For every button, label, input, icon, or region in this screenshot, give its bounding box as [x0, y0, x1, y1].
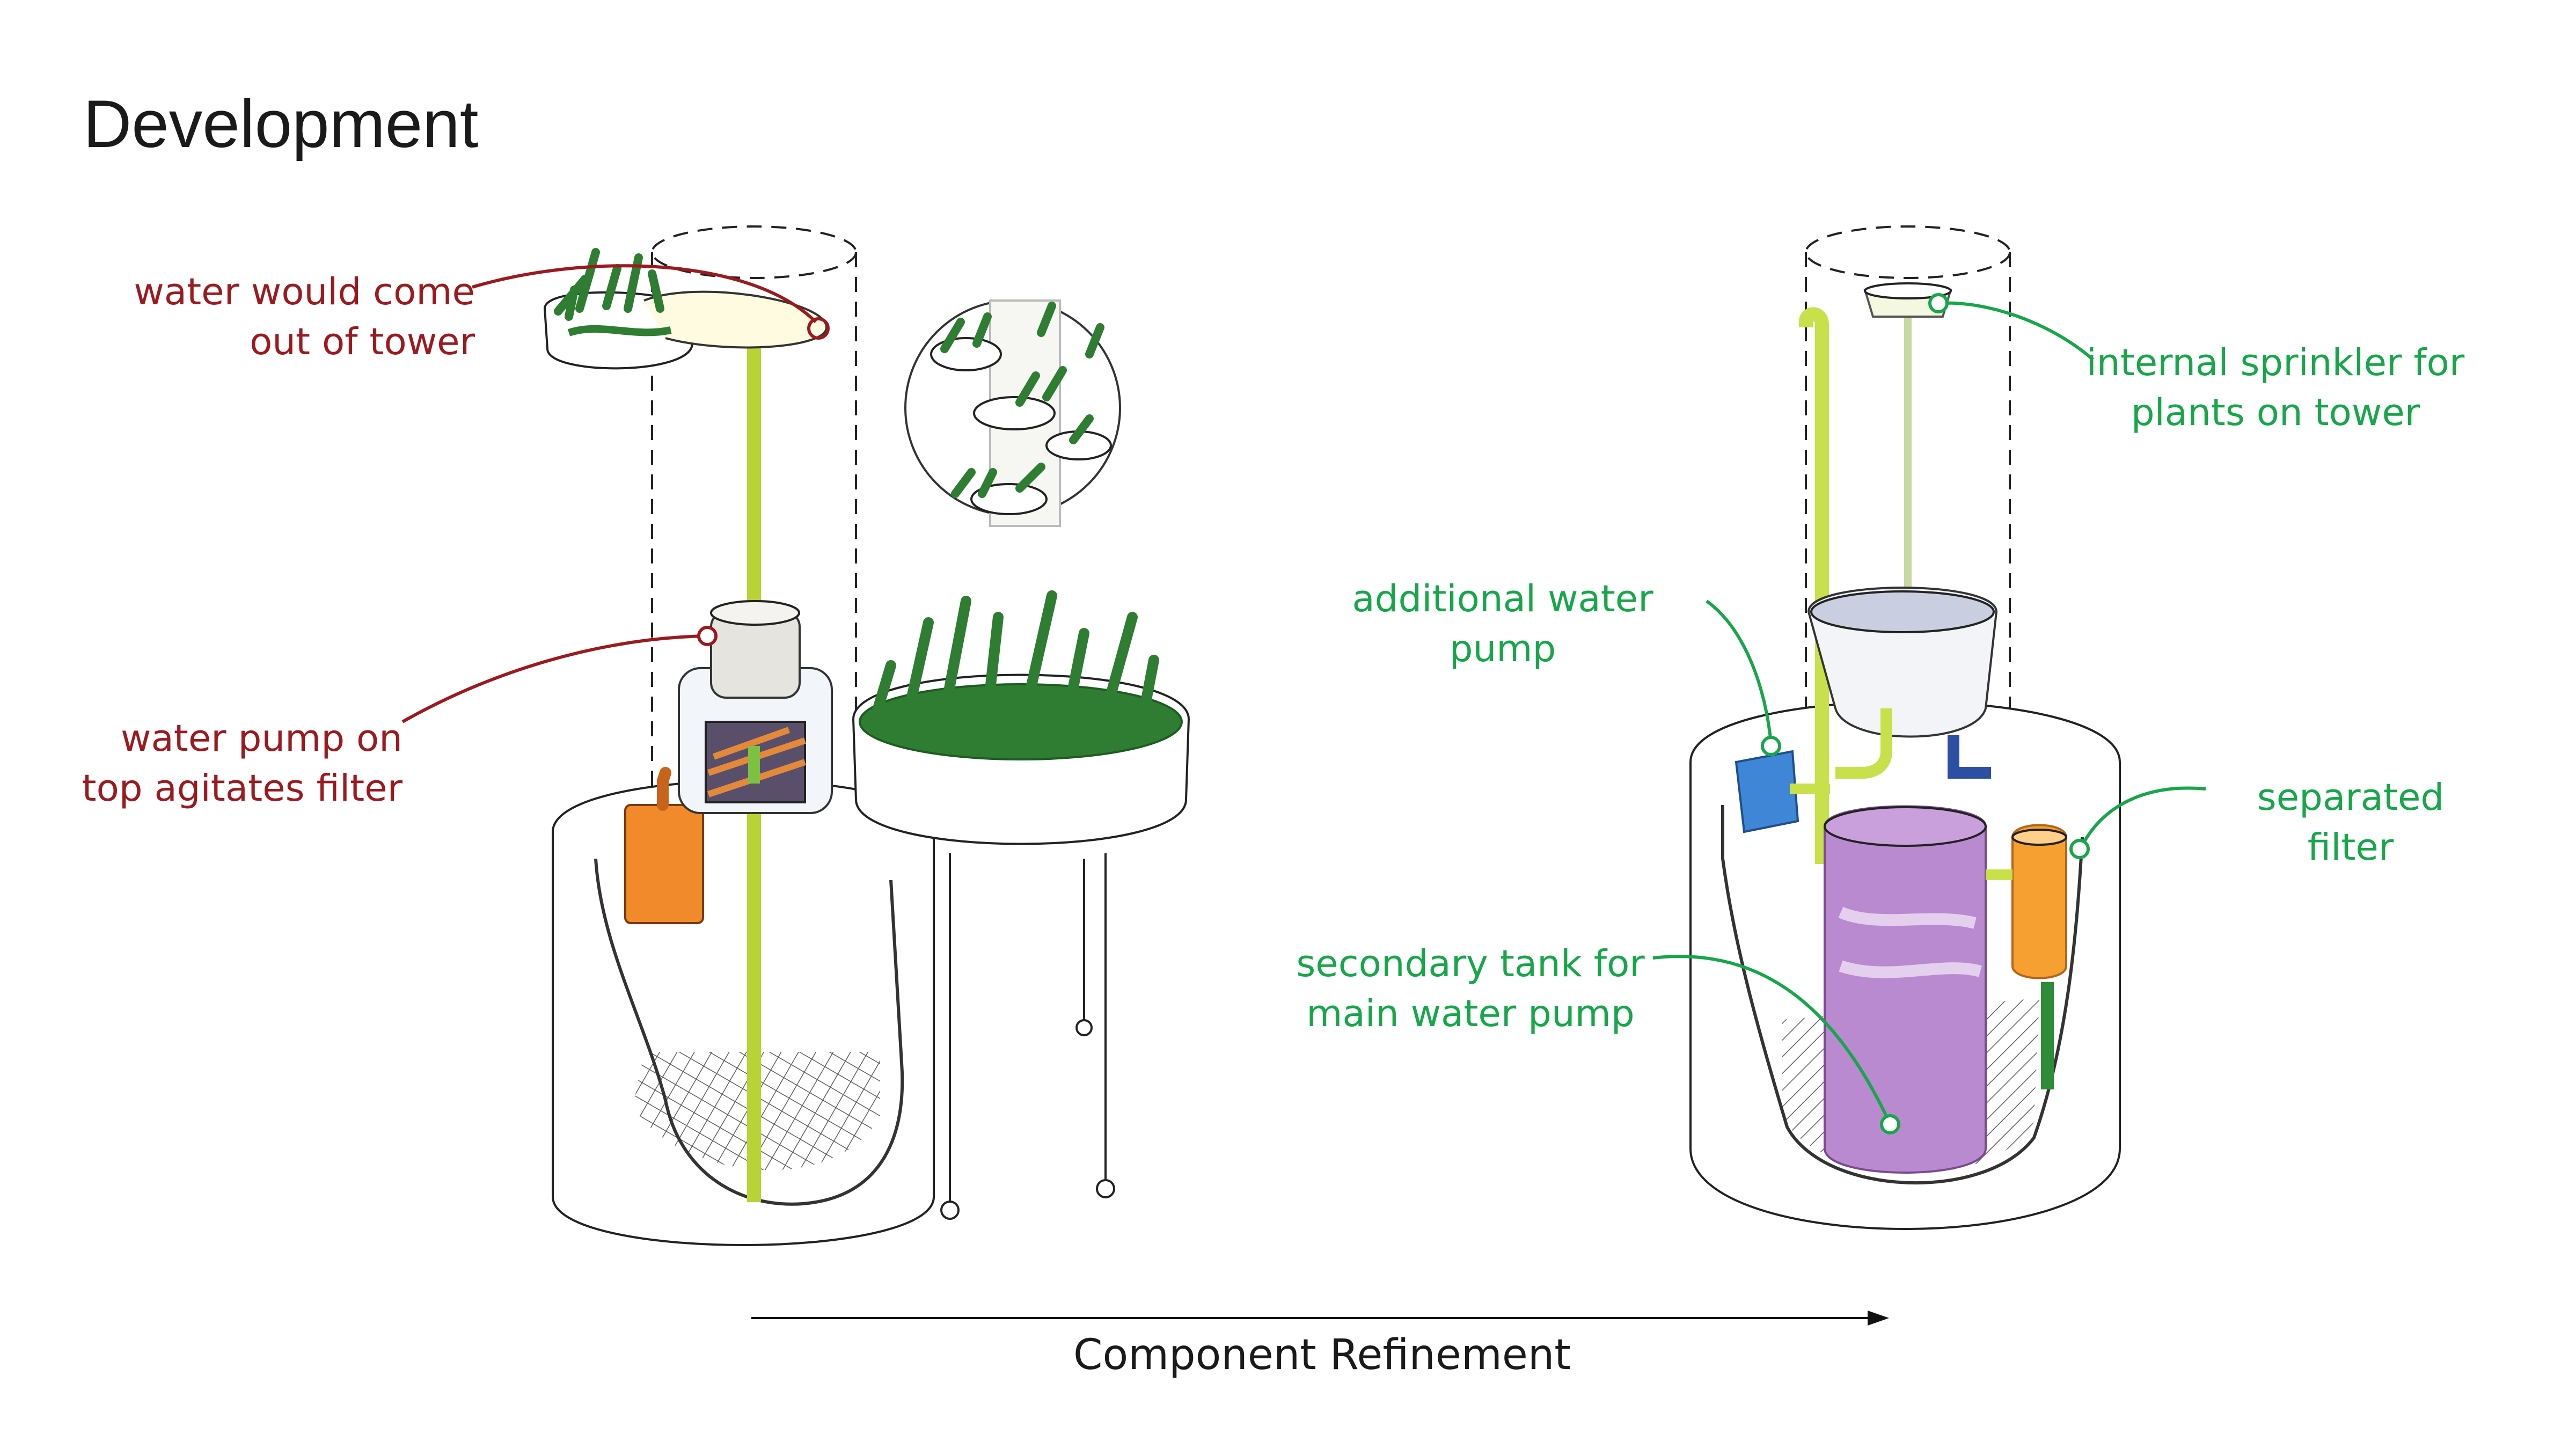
left-top-planter — [543, 248, 828, 370]
label-filter-line2: filter — [2307, 826, 2394, 869]
right-sprinkler-head — [1863, 282, 1952, 318]
left-leader-pump — [401, 634, 706, 723]
right-leader-tank — [1652, 955, 1891, 1123]
label-tank-line2: main water pump — [1306, 992, 1635, 1035]
left-orange-pump — [624, 767, 704, 924]
right-cup-filter — [1807, 587, 1998, 779]
right-leader-additional-pump — [1706, 599, 1773, 744]
right-concept-sketch — [1652, 225, 2206, 1230]
right-purple-tank — [1824, 805, 1987, 1174]
left-water-out-point — [807, 317, 830, 340]
page-title: Development — [83, 87, 479, 162]
left-pump-point — [697, 626, 718, 646]
label-additional-pump-line1: additional water — [1352, 577, 1653, 620]
left-side-planter — [852, 590, 1190, 1220]
label-separated-filter: separated filter — [2200, 773, 2501, 873]
left-concept-sketch — [401, 225, 1190, 1246]
label-pump-line2: top agitates filter — [82, 767, 402, 810]
label-secondary-tank: secondary tank for main water pump — [1277, 939, 1664, 1039]
left-vertical-garden-inset — [904, 299, 1121, 527]
right-orange-filter — [1986, 824, 2067, 1089]
label-filter-line1: separated — [2257, 776, 2445, 819]
label-water-out-line2: out of tower — [250, 320, 475, 363]
right-main-pipe — [1799, 307, 1829, 864]
left-filter-housing — [678, 667, 833, 814]
label-additional-pump-line2: pump — [1449, 627, 1556, 670]
left-leader-water-out — [472, 264, 817, 324]
left-base-cylinder — [552, 779, 935, 1246]
label-water-out-line1: water would come — [134, 270, 475, 313]
label-tank-line1: secondary tank for — [1296, 942, 1645, 985]
label-sprinkler-line2: plants on tower — [2131, 391, 2420, 434]
label-sprinkler: internal sprinkler for plants on tower — [2072, 338, 2479, 438]
right-leader-sprinkler — [1940, 301, 2094, 361]
label-pump-on-top: water pump on top agitates filter — [59, 714, 402, 814]
label-sprinkler-line1: internal sprinkler for — [2086, 341, 2465, 384]
label-pump-line1: water pump on — [121, 717, 402, 760]
label-additional-pump: additional water pump — [1309, 574, 1696, 674]
left-top-pump — [710, 600, 801, 699]
component-refinement-label: Component Refinement — [1073, 1331, 1571, 1379]
refinement-arrow — [751, 1311, 1889, 1326]
right-leader-filter — [2081, 786, 2206, 846]
label-water-out: water would come out of tower — [110, 267, 475, 367]
